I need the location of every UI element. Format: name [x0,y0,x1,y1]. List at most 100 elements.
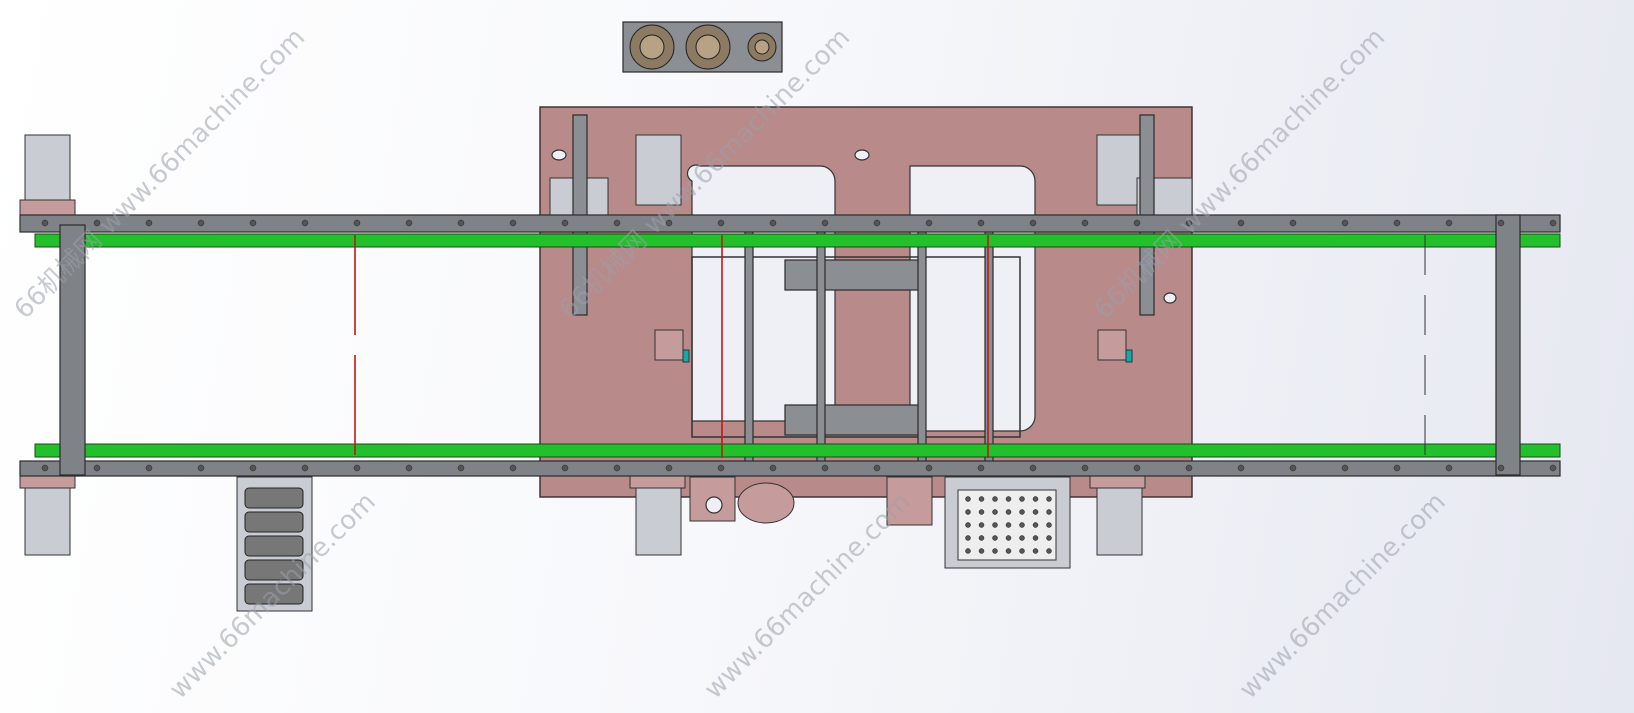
hole [992,548,998,554]
bolt [405,219,413,227]
bolt [925,464,933,472]
bolt [1393,464,1401,472]
hole [992,535,998,541]
bolt [665,464,673,472]
bolt [977,219,985,227]
bolt [1341,464,1349,472]
hole [978,496,985,502]
bolt [197,464,205,472]
bolt [457,219,465,227]
bolt [405,464,413,472]
bolt [1341,219,1349,227]
bolt [717,464,725,472]
bolt [249,219,257,227]
bolt [1029,219,1037,227]
rail-bolts [41,219,1557,472]
hole [1005,535,1012,541]
bolt [873,219,881,227]
bolt [1133,464,1141,472]
hole [1032,496,1039,502]
bolt [1497,219,1505,227]
bolt [145,464,153,472]
bolt [769,464,777,472]
bolt [1497,464,1505,472]
bolt [613,464,621,472]
bolt [1289,219,1297,227]
hole [1019,496,1025,502]
bolt [353,219,361,227]
bolt [301,219,309,227]
bolt [977,464,985,472]
bolt [93,219,101,227]
bolt [41,219,49,227]
bolt [509,464,517,472]
bolt [873,464,881,472]
hole [978,522,985,528]
bolt [301,464,309,472]
bolt [1133,219,1141,227]
bolt [1549,219,1557,227]
conveyor-rails [19,214,1561,477]
hole [1005,509,1012,515]
hole [1032,535,1039,541]
bolt [509,219,517,227]
hole [978,548,985,554]
bolt [821,219,829,227]
bolt [1289,464,1297,472]
inner-frame [654,224,1133,466]
bolt [1237,464,1245,472]
bolt [197,219,205,227]
hole [965,522,971,528]
bolt [145,219,153,227]
hole [1005,496,1012,502]
bolt [1185,219,1193,227]
hole [1046,496,1052,502]
bolt [1081,464,1089,472]
bolt [717,219,725,227]
bolt [925,219,933,227]
hole [965,496,971,502]
bolt [561,219,569,227]
hole [1046,548,1052,554]
bolt [93,464,101,472]
hole [1032,509,1039,515]
bolt [1445,219,1453,227]
hole [1005,548,1012,554]
hole [1019,522,1025,528]
bolt [1445,464,1453,472]
bolt [1237,219,1245,227]
hole [1005,522,1012,528]
bolt [1029,464,1037,472]
hole [965,548,971,554]
hole [992,522,998,528]
bolt [821,464,829,472]
hole [965,509,971,515]
hole [992,509,998,515]
hole [965,535,971,541]
bolt [561,464,569,472]
bolt [353,464,361,472]
bolt [1549,464,1557,472]
bolt [613,219,621,227]
bolt [1393,219,1401,227]
bolt [769,219,777,227]
watermark: www.66machine.com [1234,487,1452,705]
bolt [41,464,49,472]
hole [992,496,998,502]
bolt [1081,219,1089,227]
hole [1019,509,1025,515]
hole [1032,548,1039,554]
hole [1046,535,1052,541]
roller-assembly-top [622,21,783,73]
hole [978,509,985,515]
bolt [457,464,465,472]
hole [1019,535,1025,541]
hole [1046,522,1052,528]
bolt [249,464,257,472]
hole [978,535,985,541]
perforated-plate-holes [965,496,1052,554]
bolt [665,219,673,227]
bolt [1185,464,1193,472]
hole [1019,548,1025,554]
